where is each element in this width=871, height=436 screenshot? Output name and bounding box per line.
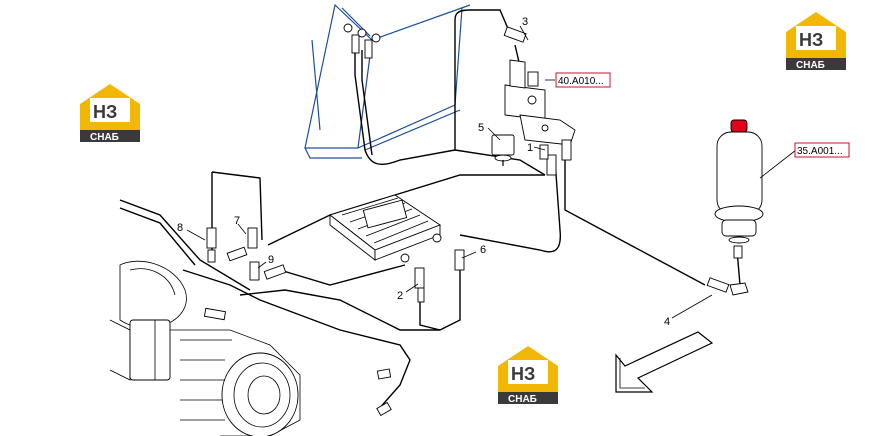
oil-cooler <box>329 194 442 263</box>
logo-letters: НЗ <box>799 30 823 50</box>
reference-box-valve[interactable]: 40.A010... <box>555 72 611 88</box>
part-label-3: 3 <box>522 16 528 28</box>
reference-box-tank[interactable]: 35.A001... <box>794 142 850 158</box>
leader-lines <box>186 25 797 319</box>
logo-letters: НЗ <box>93 102 117 122</box>
part-label-2: 2 <box>397 290 403 302</box>
part-label-4: 4 <box>664 316 670 328</box>
direction-arrow <box>615 331 714 393</box>
boom-cylinder <box>109 260 301 436</box>
part-label-1: 1 <box>527 142 533 154</box>
solenoid-coil <box>491 134 515 166</box>
hose-fittings <box>203 23 572 417</box>
hydraulic-tank <box>706 119 764 296</box>
part-label-7: 7 <box>234 215 240 227</box>
valve-block <box>504 59 576 146</box>
hose-lines <box>119 9 741 411</box>
reference-tank-text: 35.A001... <box>797 146 843 157</box>
cab-frame <box>304 3 471 159</box>
part-label-9: 9 <box>268 254 274 266</box>
logo-caption: СНАБ <box>508 394 537 405</box>
logo-top-left: НЗ СНАБ <box>80 84 140 143</box>
logo-caption: СНАБ <box>90 132 119 143</box>
logo-letters: НЗ <box>511 364 535 384</box>
part-label-5: 5 <box>478 122 484 134</box>
tank-cap <box>730 119 748 133</box>
logo-bottom: НЗ СНАБ <box>498 346 558 405</box>
reference-valve-text: 40.A010... <box>558 76 604 87</box>
part-label-8: 8 <box>177 222 183 234</box>
part-label-6: 6 <box>480 244 486 256</box>
logo-top-right: НЗ СНАБ <box>786 12 846 71</box>
logo-caption: СНАБ <box>796 60 825 71</box>
